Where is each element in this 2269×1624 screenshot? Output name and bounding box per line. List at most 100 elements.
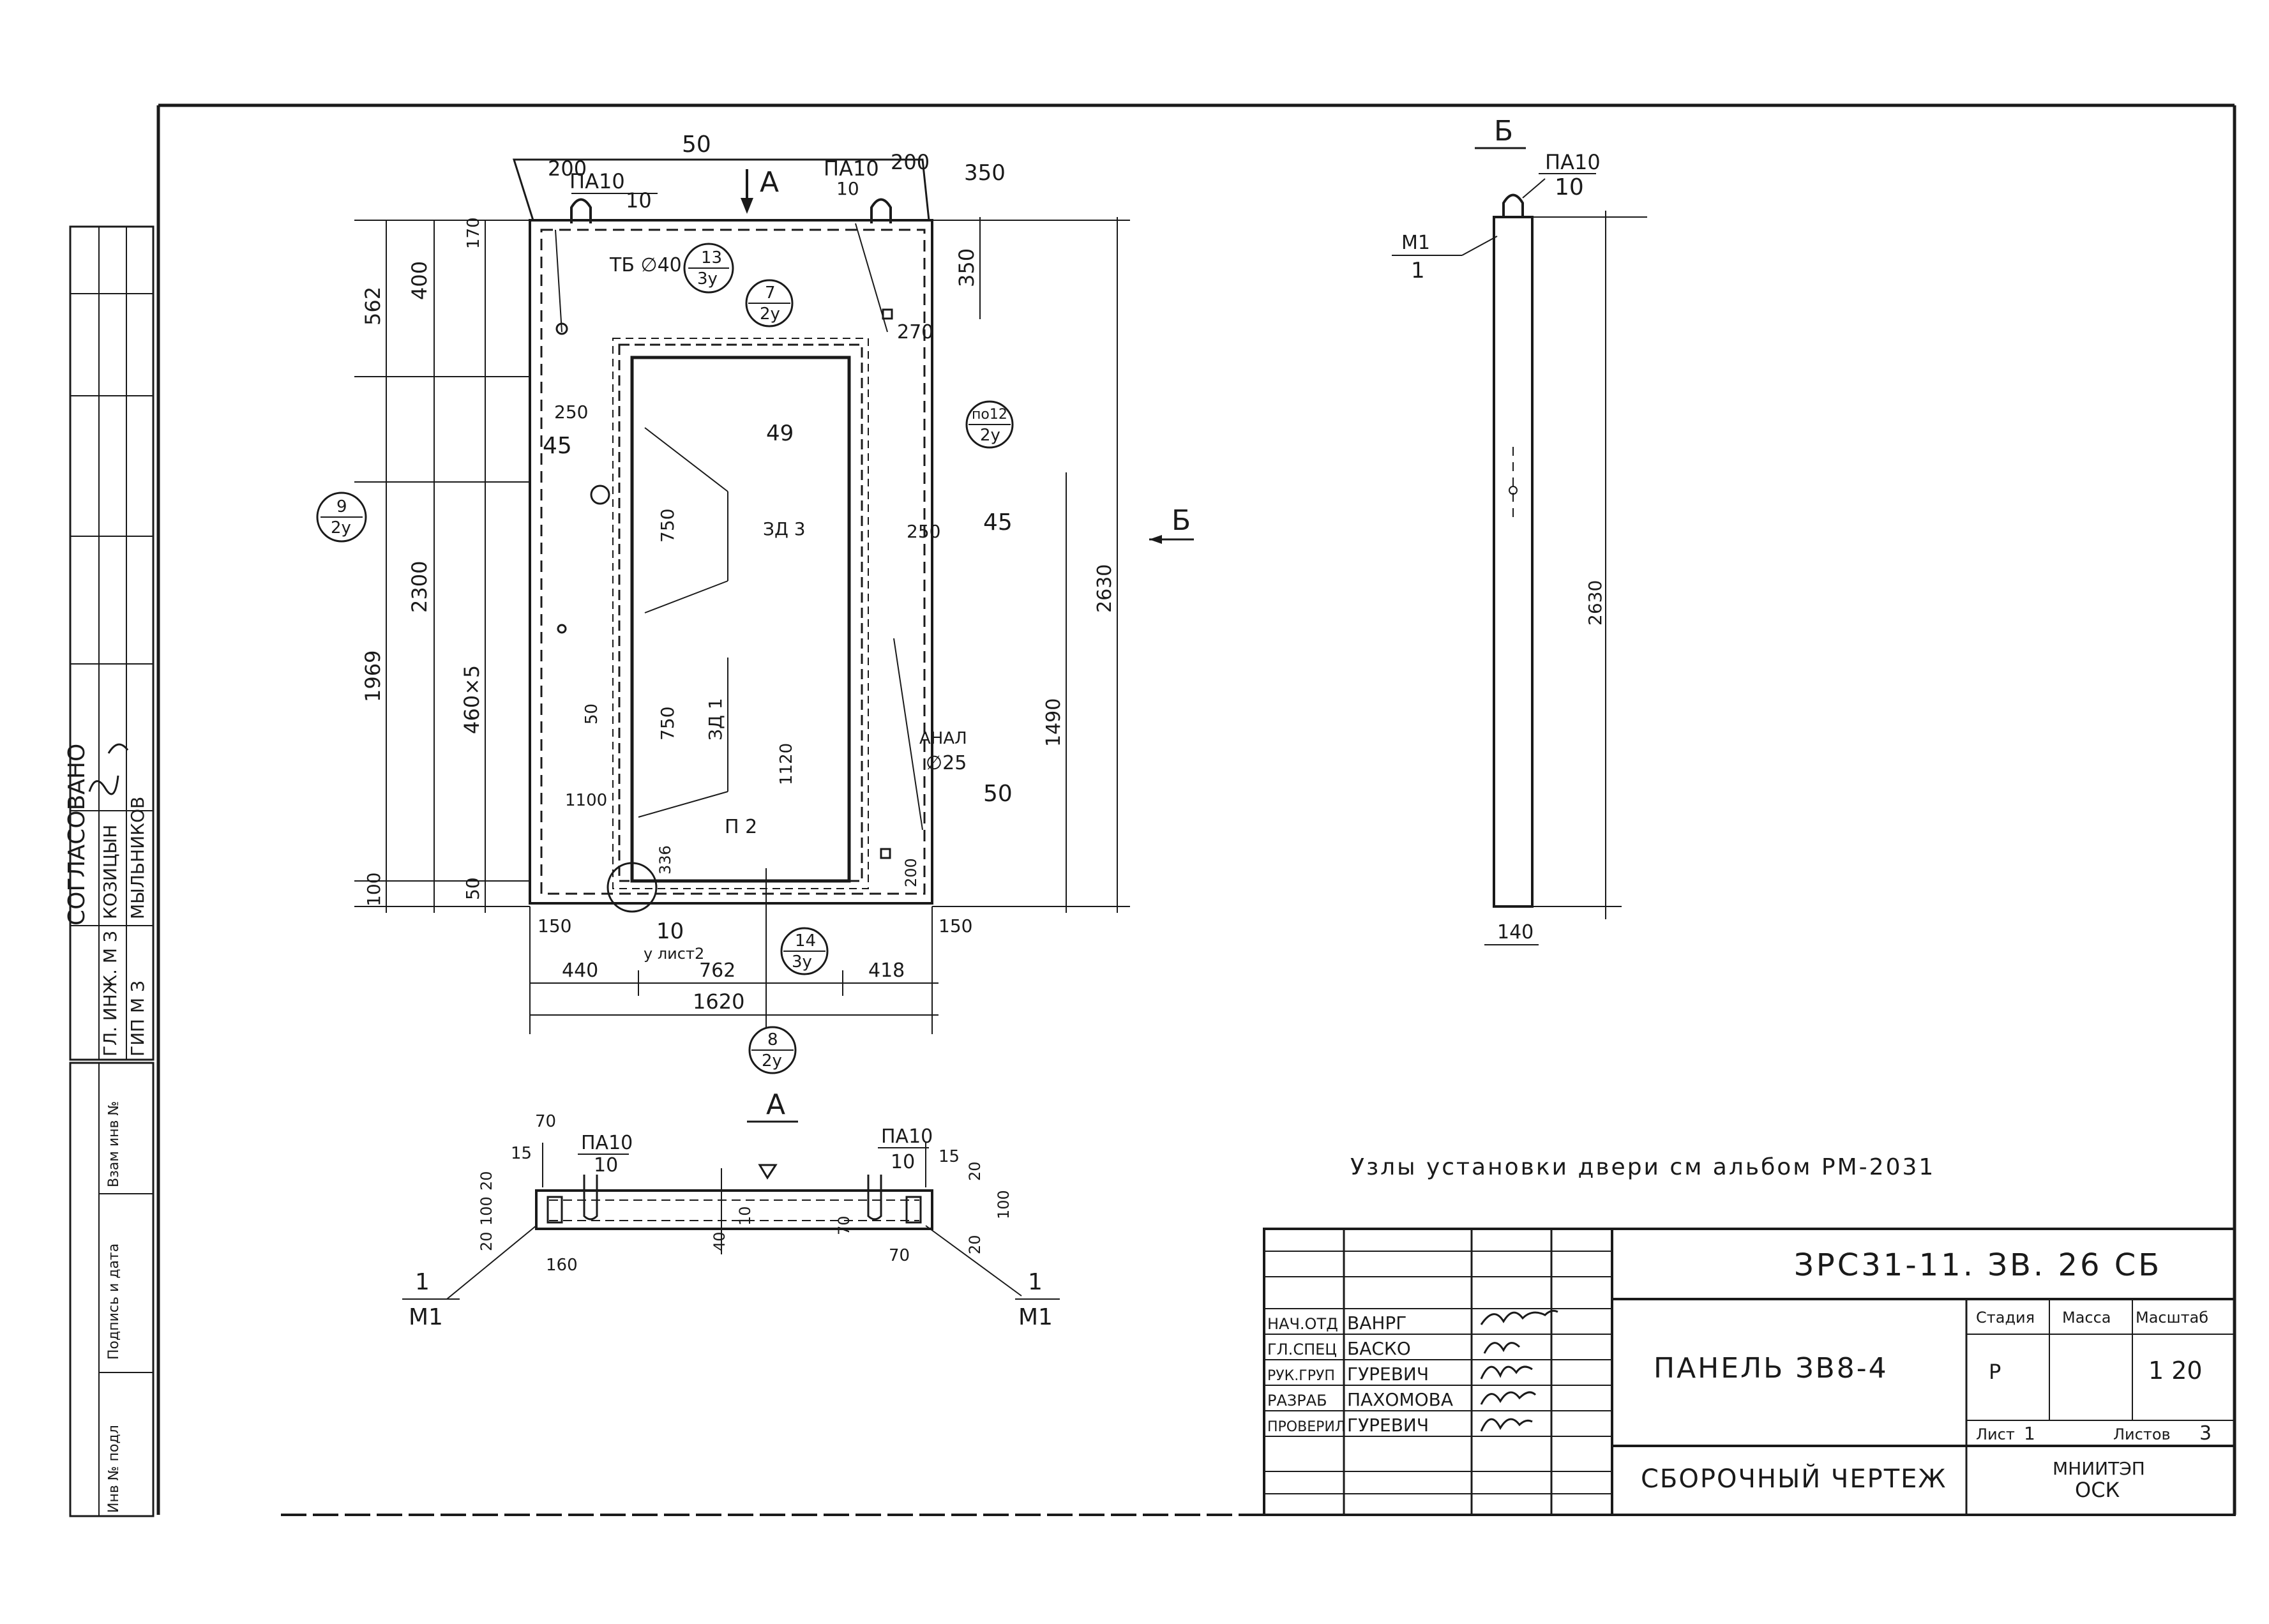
side-pa-label: ПА10 [1545, 150, 1601, 174]
dim-762: 762 [699, 959, 735, 982]
callout-8-bottom: 2у [762, 1051, 782, 1071]
sec-right-mark: 1 [1028, 1269, 1043, 1295]
dim-170: 170 [464, 217, 483, 249]
stage-value: Р [1989, 1360, 2001, 1384]
approval-name-1: КОЗИЦЫН [100, 825, 121, 919]
dim-250-right: 250 [907, 521, 940, 542]
sec-100-right: 100 [995, 1190, 1013, 1219]
top-label-350: 350 [964, 160, 1006, 186]
sec-10-mid: 10 [736, 1206, 754, 1226]
label-1120: 1120 [777, 743, 796, 785]
top-label-10-left: 10 [626, 188, 652, 213]
sec-left-mark: 1 [415, 1269, 430, 1295]
side-view-title: Б [1494, 115, 1513, 147]
inv-replace-label: Взам инв № [106, 1101, 122, 1187]
signature-1 [1480, 1309, 1558, 1325]
callout-7-bottom: 2у [760, 304, 780, 324]
signature-5 [1480, 1418, 1533, 1432]
callout-po12-bottom: 2у [980, 426, 1000, 445]
label-d25: ∅25 [926, 752, 967, 774]
label-750-bottom: 750 [657, 707, 678, 741]
dim-150-right: 150 [939, 915, 972, 936]
sign-date-label: Подпись и дата [106, 1244, 122, 1360]
sec-20-right-top: 20 [966, 1161, 984, 1181]
dim-440: 440 [562, 959, 598, 982]
dim-100: 100 [363, 873, 384, 906]
sig-name-4: ПАХОМОВА [1347, 1389, 1453, 1410]
sig-role-2: ГЛ.СПЕЦ [1267, 1341, 1337, 1358]
sig-role-1: НАЧ.ОТД [1267, 1315, 1338, 1333]
dim-1490: 1490 [1043, 698, 1065, 747]
callout-13-top: 13 [701, 248, 722, 267]
top-label-pa10-left: ПА10 [569, 169, 625, 193]
label-50-inner: 50 [582, 703, 601, 725]
callout-9-2u: 9 2у [316, 492, 367, 543]
drawing-subtitle: СБОРОЧНЫЙ ЧЕРТЕЖ [1641, 1463, 1947, 1494]
sig-name-5: ГУРЕВИЧ [1347, 1415, 1429, 1436]
title-block: НАЧ.ОТД ВАНРГ ГЛ.СПЕЦ БАСКО РУК.ГРУП ГУР… [1263, 1228, 2236, 1516]
sec-160: 160 [546, 1256, 578, 1275]
callout-9-bottom: 2у [331, 518, 351, 538]
sec-15-right: 15 [939, 1147, 960, 1166]
approved-label: СОГЛАСОВАНО [64, 744, 90, 926]
drawing-name: ПАНЕЛЬ ЗВ8-4 [1654, 1352, 1888, 1385]
signature-2 [1483, 1342, 1521, 1354]
label-p2: П 2 [725, 816, 757, 838]
installation-note: Узлы установки двери см альбом РМ-2031 [1350, 1154, 1935, 1180]
sig-role-4: РАЗРАБ [1267, 1392, 1327, 1410]
dim-2300: 2300 [407, 561, 432, 613]
callout-14-bottom: 3у [792, 952, 812, 972]
dim-400: 400 [407, 261, 432, 300]
label-u-list2: у лист2 [644, 945, 704, 963]
sec-70-right: 70 [889, 1246, 910, 1265]
top-width-dim: 50 [682, 132, 711, 158]
sig-name-1: ВАНРГ [1347, 1312, 1406, 1334]
top-label-10-right: 10 [836, 178, 859, 199]
sec-10-left: 10 [594, 1154, 618, 1177]
approval-role-2: ГИП М З [127, 981, 148, 1056]
callout-14-3u: 14 3у [780, 927, 829, 975]
dim-350-right: 350 [954, 248, 979, 287]
sheet-frame [156, 103, 2236, 1516]
callout-7-2u: 7 2у [745, 279, 794, 327]
sec-10-right: 10 [891, 1151, 915, 1173]
sec-left-sub: М1 [409, 1304, 443, 1330]
section-a-view: А 70 15 ПА10 10 20 100 20 160 40 10 70 2… [402, 1088, 1060, 1330]
scale-value: 1 20 [2148, 1357, 2203, 1385]
sec-70-left: 70 [535, 1112, 556, 1131]
dim-10-bottom: 10 [656, 919, 684, 944]
dim-50-right: 50 [983, 781, 1013, 807]
top-label-200-left: 200 [548, 156, 587, 181]
approval-name-2: МЫЛЬНИКОВ [127, 797, 148, 919]
dim-150-bottom: 150 [538, 915, 571, 936]
callout-13-3u: 13 3у [683, 243, 734, 294]
callout-po12-2u: по12 2у [965, 400, 1014, 449]
sig-role-5: ПРОВЕРИЛ [1267, 1419, 1345, 1435]
top-label-200-right: 200 [891, 150, 930, 174]
signature-3 [1480, 1365, 1533, 1380]
side-view: Б ПА10 10 М1 1 2630 140 [1392, 115, 1647, 945]
sec-20-left-bottom: 20 [478, 1231, 495, 1251]
label-anal: АНАЛ [919, 729, 967, 748]
drawing-code: ЗРС31-11. ЗВ. 26 СБ [1794, 1247, 2162, 1283]
callout-po12-top: по12 [972, 407, 1007, 423]
dim-1969: 1969 [361, 650, 385, 702]
sec-20-left-top: 20 [478, 1171, 495, 1191]
sheet-header: Лист [1976, 1425, 2015, 1443]
approval-signature [88, 743, 129, 795]
section-a-mark: А [760, 166, 779, 199]
dim-562: 562 [361, 287, 385, 326]
sec-pa10-right: ПА10 [881, 1125, 933, 1148]
sig-name-2: БАСКО [1347, 1338, 1411, 1359]
approval-block: СОГЛАСОВАНО ГЛ. ИНЖ. М З КОЗИЦЫН ГИП М З… [64, 225, 155, 1517]
callout-14-top: 14 [795, 931, 816, 951]
sec-70-mid: 70 [835, 1215, 853, 1235]
sig-role-3: РУК.ГРУП [1267, 1368, 1335, 1384]
dim-270: 270 [897, 321, 933, 343]
label-250: 250 [554, 402, 588, 423]
sec-pa10-left: ПА10 [581, 1132, 633, 1154]
org-division: ОСК [2075, 1478, 2120, 1502]
sec-right-sub: М1 [1018, 1304, 1053, 1330]
dim-200-right: 200 [902, 858, 920, 887]
dim-418: 418 [868, 959, 905, 982]
